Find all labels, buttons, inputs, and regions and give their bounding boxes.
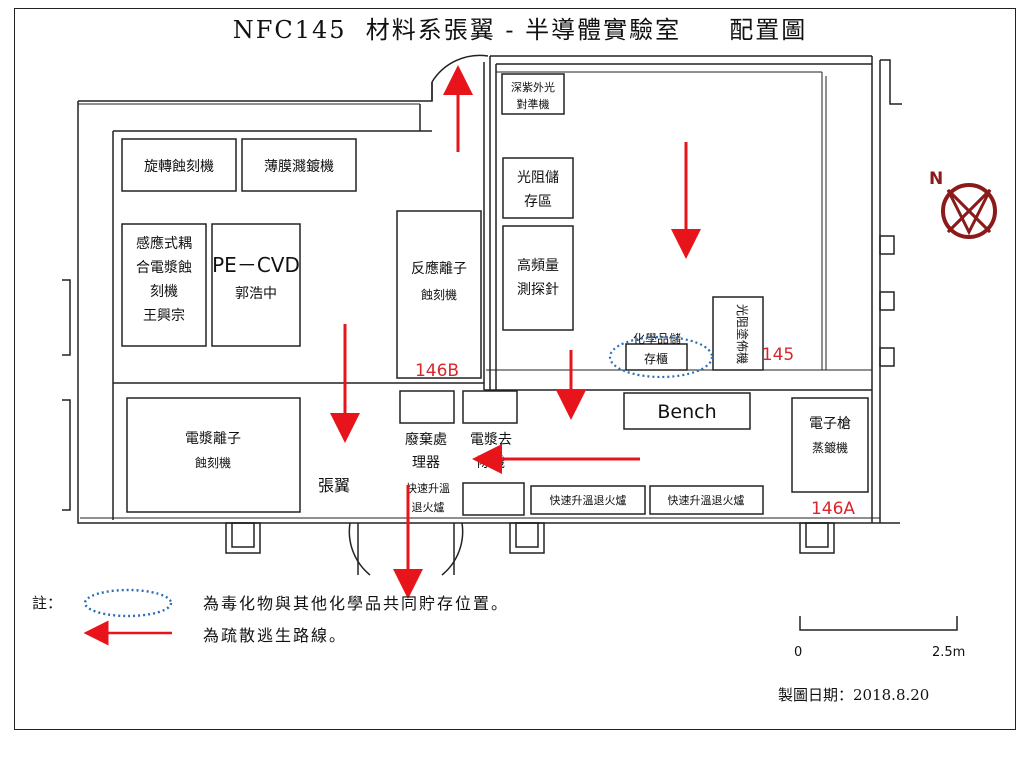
rta-furnace-box-1 (462, 482, 525, 516)
rie-etcher-box (396, 210, 482, 379)
room-146b-label: 146B (415, 361, 459, 381)
waste-label-2: 理器 (412, 455, 440, 471)
legend-evacuation-text: 為疏散逃生路線。 (203, 626, 347, 645)
icp-label-1: 感應式耦 (136, 235, 192, 252)
icp-label-3: 刻機 (150, 284, 178, 300)
icp-label-4: 王興宗 (143, 308, 185, 324)
legend-dotted-circle-icon (83, 588, 173, 618)
deep-uv-label-1: 深紫外光 (511, 80, 555, 94)
ebeam-label-1: 電子槍 (809, 416, 851, 432)
walls (62, 54, 902, 576)
chem-cabinet-box (625, 343, 688, 371)
drawing-frame (14, 8, 1016, 730)
icp-label-2: 合電漿蝕 (136, 259, 192, 276)
pr-coater-label: 光阻塗佈機 (735, 304, 750, 364)
pr-storage-box (502, 157, 574, 219)
spin-etcher-box (121, 138, 237, 192)
legend-toxic-text: 為毒化物與其他化學品共同貯存位置。 (203, 594, 509, 613)
pecvd-label-2: 郭浩中 (235, 285, 277, 302)
pr-storage-label-2: 存區 (524, 194, 552, 210)
rta2-label: 快速升溫退火爐 (550, 493, 627, 507)
hf-probe-box (502, 225, 574, 331)
ebeam-label-2: 蒸鍍機 (812, 440, 848, 455)
waste-processor-box (399, 390, 455, 424)
hf-probe-label-1: 高頻量 (517, 257, 559, 274)
compass-icon (941, 183, 997, 239)
scale-bar (799, 616, 958, 631)
chem-storage-label-1: 化學品儲 (633, 332, 681, 346)
ebeam-evaporator-box (791, 397, 869, 493)
deep-uv-aligner-box (501, 73, 565, 115)
drawing-date: 製圖日期：2018.8.20 (778, 686, 929, 704)
pecvd-box (211, 223, 301, 347)
scale-end-label: 2.5m (932, 645, 965, 660)
plasma-ion-etcher-box (126, 397, 301, 513)
rta3-label: 快速升溫退火爐 (668, 493, 745, 507)
spin-etcher-label: 旋轉蝕刻機 (144, 158, 214, 175)
deep-uv-label-2: 對準機 (517, 97, 550, 111)
plasma-clean-label-2: 除機 (477, 455, 505, 471)
scale-start-label: 0 (794, 645, 802, 660)
room-145-label: 145 (762, 345, 794, 365)
hf-probe-label-2: 測探針 (517, 282, 559, 298)
film-sputter-label: 薄膜濺鍍機 (264, 158, 334, 175)
evacuation-arrows (330, 65, 701, 599)
plasma-cleaner-box (462, 390, 518, 424)
icp-etcher-box (121, 223, 207, 347)
film-sputter-box (241, 138, 357, 192)
plasma-etch-label-2: 蝕刻機 (195, 455, 231, 470)
rta1-label-2: 退火爐 (412, 500, 445, 514)
toxic-storage-marker (608, 335, 714, 379)
plasma-clean-label-1: 電漿去 (470, 432, 512, 448)
rta-furnace-box-2 (530, 485, 646, 515)
room-146a-label: 146A (811, 499, 855, 519)
zhang-yi-label: 張翼 (318, 476, 350, 495)
plasma-etch-label-1: 電漿離子 (185, 430, 241, 447)
page-title: NFC145 材料系張翼 - 半導體實驗室 配置圖 (232, 16, 808, 44)
pr-coater-box (712, 296, 764, 371)
rie-label-1: 反應離子 (411, 260, 467, 277)
rie-label-2: 蝕刻機 (421, 287, 457, 302)
compass-n-label: N (929, 169, 943, 189)
bench-label: Bench (657, 401, 716, 423)
pecvd-label-1: PE－CVD (212, 253, 300, 277)
rta-furnace-box-3 (649, 485, 764, 515)
legend-note-label: 註： (32, 594, 62, 612)
bench-box (623, 392, 751, 430)
chem-storage-label-2: 存櫃 (644, 352, 668, 366)
rta1-label-1: 快速升溫 (406, 481, 450, 495)
pr-storage-label-1: 光阻儲 (517, 170, 559, 186)
waste-label-1: 廢棄處 (405, 431, 447, 448)
